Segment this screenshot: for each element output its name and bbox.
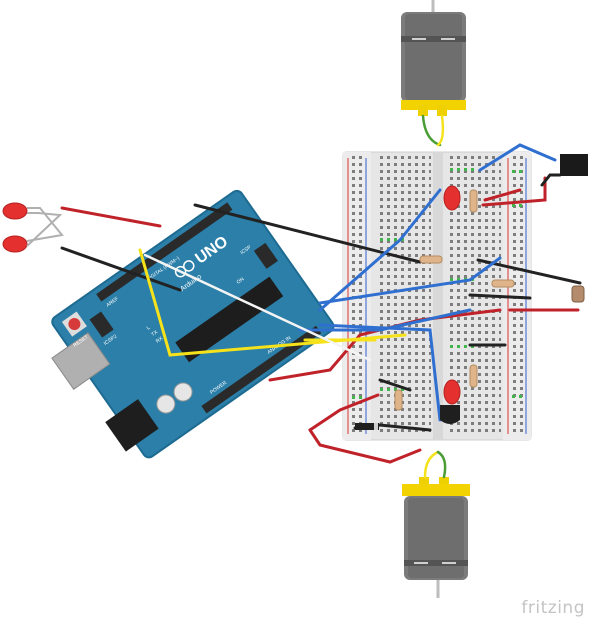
l-label: L <box>146 325 152 332</box>
transistor <box>440 405 460 424</box>
fritzing-watermark: fritzing <box>521 598 585 618</box>
diode <box>355 423 379 430</box>
breadboard-components <box>355 154 588 430</box>
red-led-bottom <box>443 379 461 405</box>
black-wire-2 <box>476 258 582 285</box>
icsp-label: ICSP <box>239 244 253 256</box>
usb-port <box>51 332 111 390</box>
white-wire <box>143 253 372 362</box>
photoresistor <box>571 285 585 303</box>
reset-button <box>68 318 81 331</box>
wires <box>60 114 582 479</box>
blue-wire-2 <box>318 256 502 305</box>
motor-top-yellow-wire <box>436 114 445 147</box>
red-wire-5 <box>483 188 522 202</box>
red-wire-motor-top <box>481 176 547 207</box>
top-motor <box>401 0 466 116</box>
on-label: ON <box>236 276 246 285</box>
resistor-3 <box>469 364 478 388</box>
red-led-top <box>443 185 461 211</box>
power-jack <box>105 399 159 452</box>
bottom-motor <box>402 477 470 598</box>
red-wire-led <box>60 206 162 228</box>
rx-label: RX <box>155 335 165 344</box>
blue-wire-1 <box>318 188 442 312</box>
black-wire-led <box>60 246 182 292</box>
motor-top-green-wire <box>421 114 442 147</box>
yellow-wire-1 <box>138 248 407 357</box>
microcontroller-chip <box>175 276 284 363</box>
blue-wire-3 <box>318 323 442 422</box>
left-leds <box>2 202 64 253</box>
resistor-4 <box>491 279 515 288</box>
arduino-uno-board: UNO Arduino DIGITAL (PWM~) POWER ANALOG … <box>51 189 335 459</box>
sensor-header <box>560 154 588 176</box>
red-wire-3 <box>308 428 422 464</box>
resistor-2 <box>469 189 478 213</box>
tx-label: TX <box>150 329 159 338</box>
black-wire-5 <box>468 293 532 300</box>
resistor-1 <box>419 255 443 264</box>
blue-wire-5 <box>478 143 557 172</box>
motor-bottom-yellow-wire <box>423 450 440 479</box>
resistor-5 <box>394 389 403 411</box>
red-wire-2 <box>308 393 380 432</box>
blue-wire-4 <box>298 308 472 332</box>
black-wire-7 <box>540 173 562 187</box>
black-wire-board <box>193 203 422 264</box>
motor-bottom-green-wire <box>436 450 447 479</box>
black-wire-3 <box>378 378 412 392</box>
